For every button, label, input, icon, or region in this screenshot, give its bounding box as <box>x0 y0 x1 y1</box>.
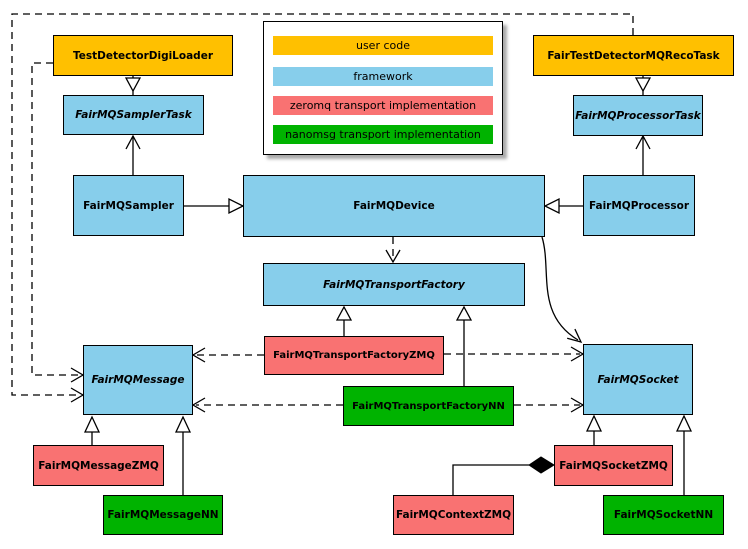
edge-sampler-samplertask <box>125 134 141 175</box>
node-fairmqmessage: FairMQMessage <box>83 345 193 415</box>
edge-messagezmq-message <box>83 415 101 445</box>
edge-factoryzmq-message <box>191 347 264 363</box>
legend: user code framework zeromq transport imp… <box>263 21 503 155</box>
edge-processor-device <box>543 197 583 215</box>
node-fairmqmessagenn: FairMQMessageNN <box>103 495 223 535</box>
node-fairmqsocket: FairMQSocket <box>583 344 693 415</box>
node-fairmqprocessor: FairMQProcessor <box>583 175 695 236</box>
edge-messagenn-message <box>174 415 192 495</box>
node-fairmqdevice: FairMQDevice <box>243 175 545 237</box>
edge-factorynn-message <box>191 397 343 413</box>
node-fairmqsocketnn: FairMQSocketNN <box>603 495 724 535</box>
node-fairmqsocketzmq: FairMQSocketZMQ <box>554 445 673 486</box>
node-fairmqsampler: FairMQSampler <box>73 175 184 236</box>
edge-socketzmq-socket <box>585 414 603 445</box>
edge-device-socket <box>541 236 583 343</box>
edge-factorynn-socket <box>514 397 585 413</box>
node-fairmqmessagezmq: FairMQMessageZMQ <box>33 445 164 486</box>
node-testdetectordigiloader: TestDetectorDigiLoader <box>53 35 233 76</box>
edge-contextzmq-socketzmq <box>452 456 555 495</box>
node-fairmqcontextzmq: FairMQContextZMQ <box>393 495 514 535</box>
edge-socketnn-socket <box>675 414 693 495</box>
edge-sampler-device <box>184 197 245 215</box>
edge-processor-processortask <box>635 134 651 175</box>
legend-item-zeromq: zeromq transport implementation <box>273 96 493 115</box>
edge-digiloader-samplertask <box>124 76 142 95</box>
edge-recotask-processortask <box>634 76 652 95</box>
edge-factoryzmq-socket <box>444 346 585 362</box>
legend-item-framework: framework <box>273 67 493 86</box>
legend-item-nanomsg: nanomsg transport implementation <box>273 125 493 144</box>
node-fairmqtransportfactoryzmq: FairMQTransportFactoryZMQ <box>264 336 444 375</box>
node-fairmqtransportfactorynn: FairMQTransportFactoryNN <box>343 386 514 426</box>
node-fairmqtransportfactory: FairMQTransportFactory <box>263 263 525 306</box>
edge-factorynn-factory <box>455 305 473 386</box>
edge-device-transportfactory <box>385 237 401 264</box>
node-fairmqprocessortask: FairMQProcessorTask <box>573 95 703 136</box>
node-fairmqsamplertask: FairMQSamplerTask <box>63 95 204 135</box>
node-fairtestdetectormqrecotask: FairTestDetectorMQRecoTask <box>533 35 734 76</box>
legend-item-user-code: user code <box>273 36 493 55</box>
edge-factoryzmq-factory <box>335 305 353 336</box>
